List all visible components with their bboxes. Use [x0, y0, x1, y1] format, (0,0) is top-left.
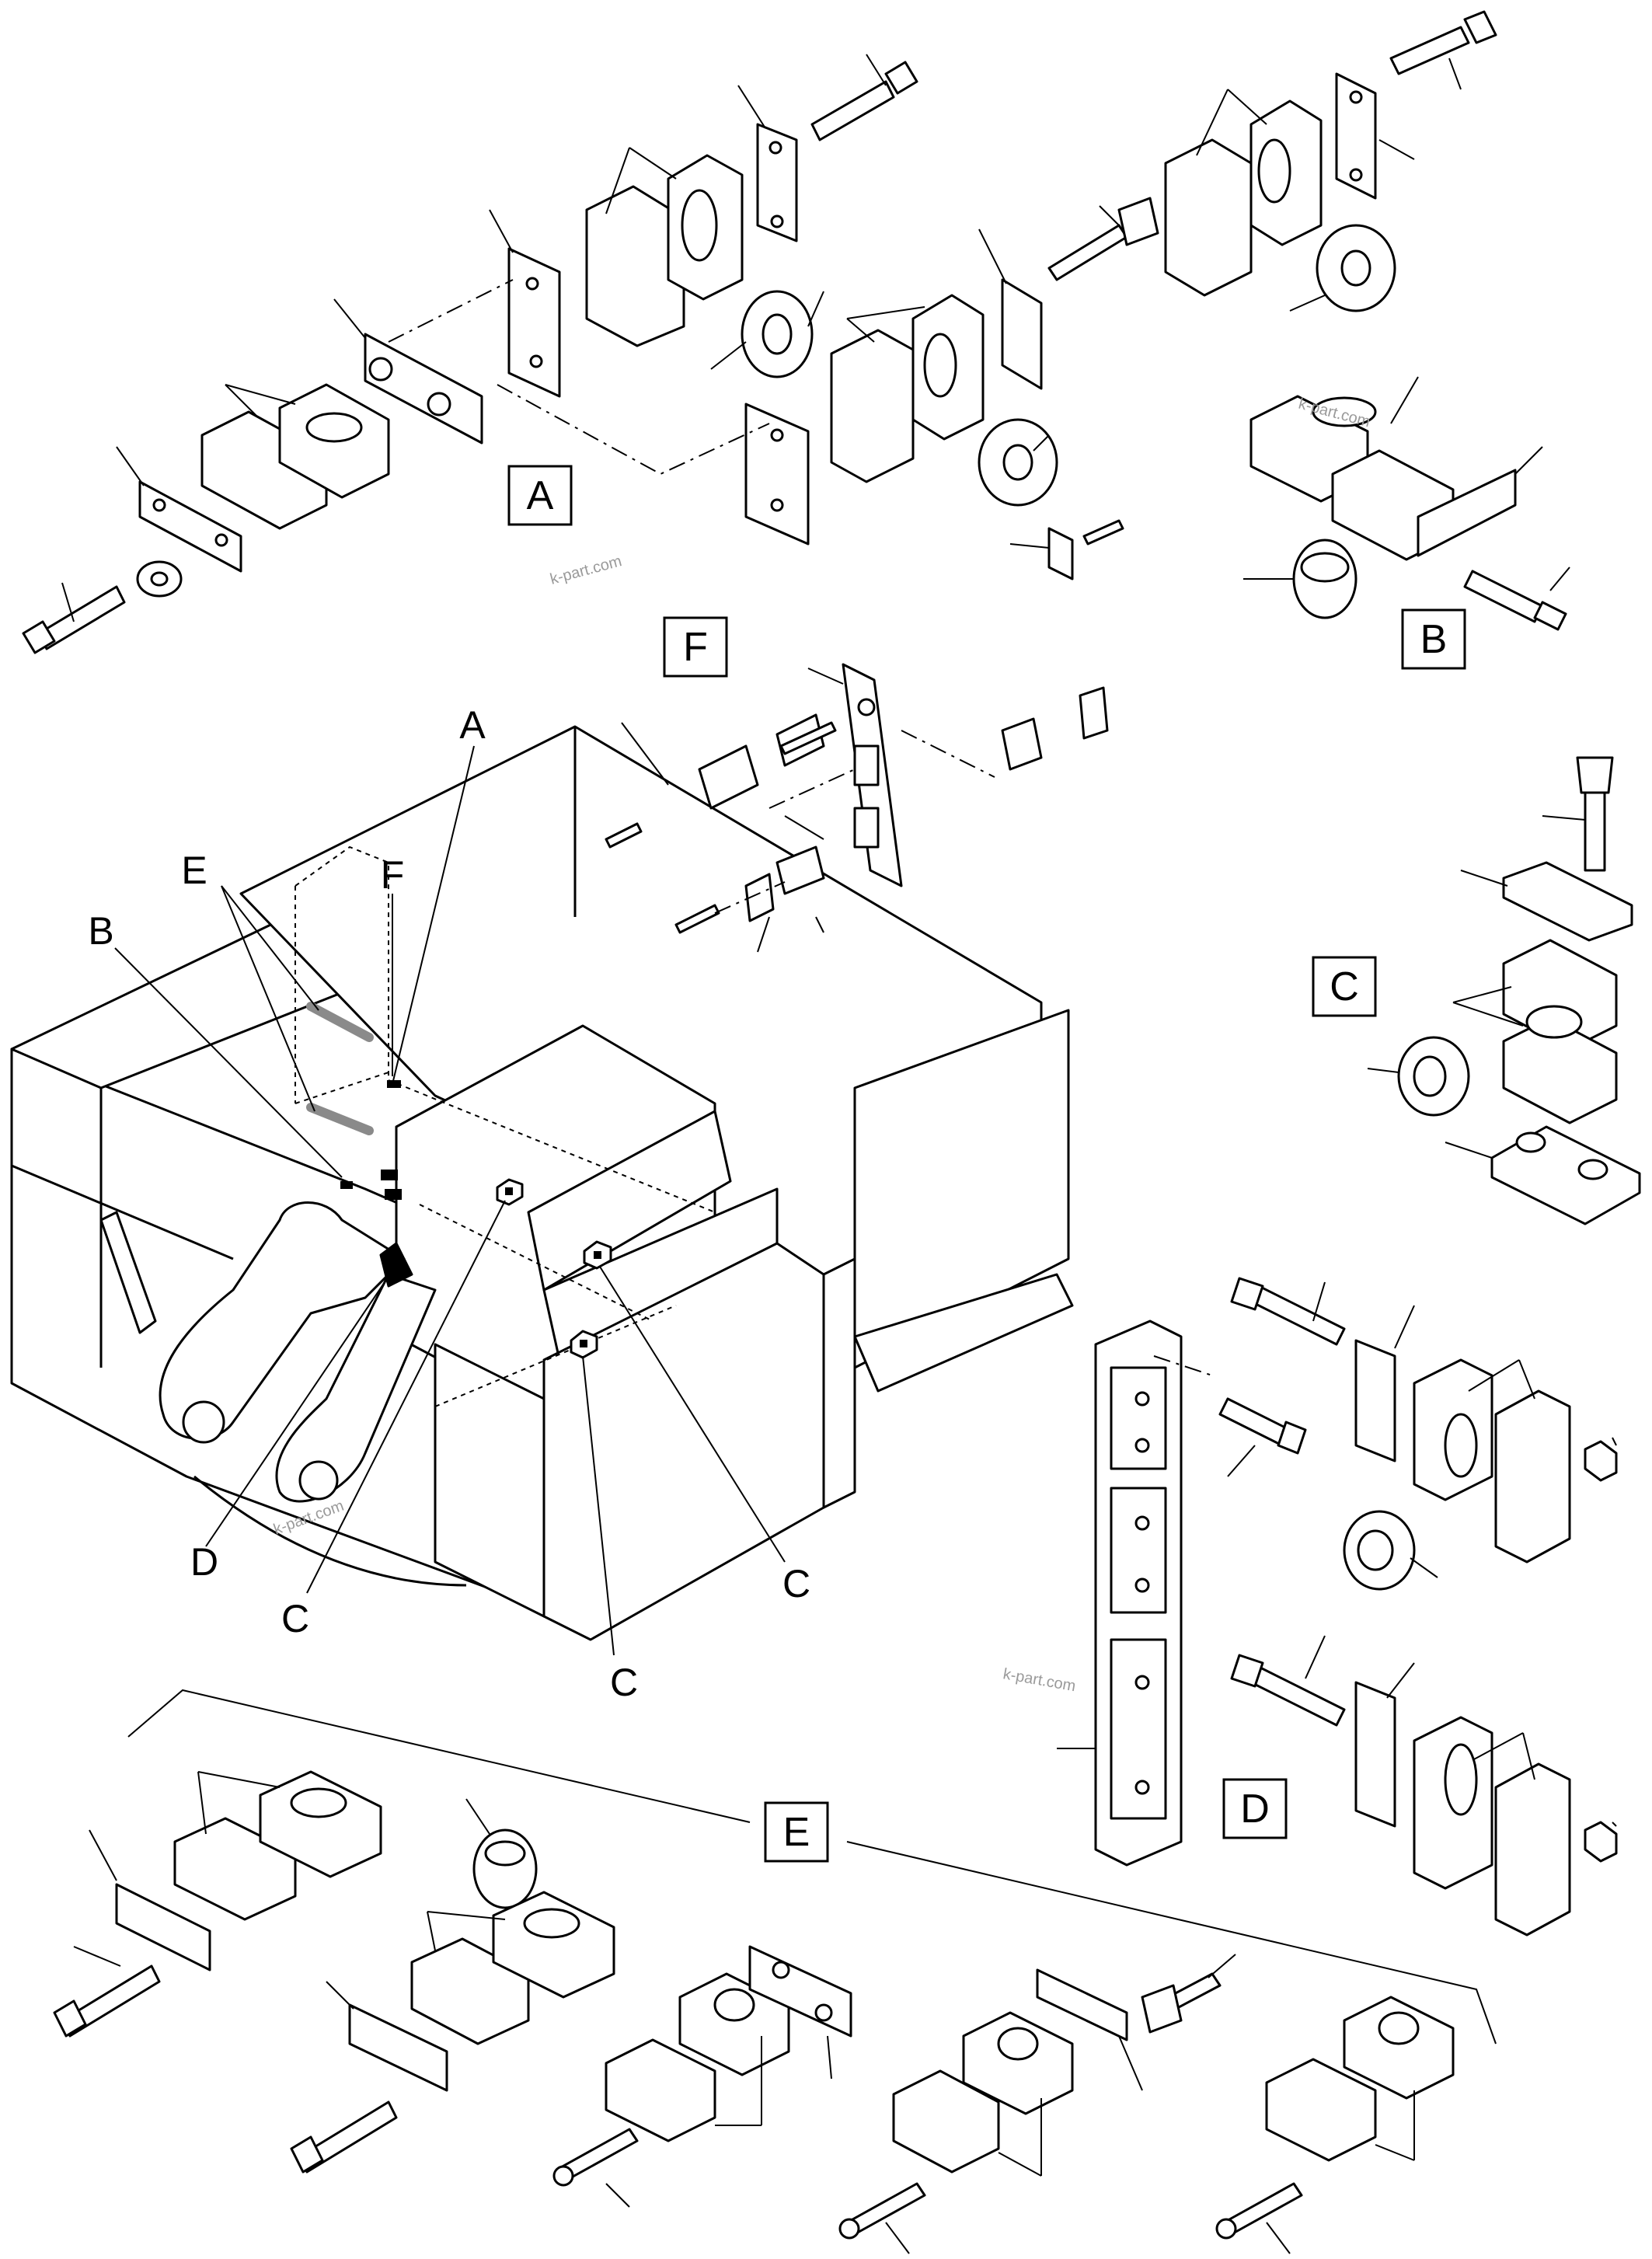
view-f-box	[663, 616, 728, 678]
callout-c-left: C	[281, 1597, 309, 1640]
watermark-4: k-part.com	[1002, 1665, 1077, 1695]
view-d-label: D	[1240, 1787, 1270, 1832]
view-d-clamp-assembly: D	[1057, 1277, 1618, 1937]
view-e-box	[764, 1801, 829, 1863]
view-c-box	[1312, 956, 1377, 1017]
callout-a: A	[459, 703, 486, 747]
view-e-clamp-assembly: E	[53, 1689, 1497, 2254]
callout-leaders	[114, 745, 786, 1656]
view-b-box	[1401, 608, 1466, 670]
callout-f: F	[381, 853, 405, 897]
callout-e: E	[181, 849, 207, 892]
view-b-clamp-assembly: B	[1243, 376, 1570, 670]
view-c-label: C	[1330, 964, 1359, 1009]
view-c-clamp-assembly: C	[1312, 756, 1641, 1225]
view-a-clamp-assembly: A	[22, 10, 1497, 654]
view-a-box	[507, 465, 573, 526]
watermark-1: k-part.com	[549, 553, 624, 588]
view-f-clamp-assembly: F	[605, 616, 1109, 953]
view-e-label: E	[783, 1810, 810, 1855]
callout-b: B	[88, 909, 113, 953]
callout-letters: A B E F D C C C	[88, 703, 810, 1704]
callout-c-right: C	[782, 1562, 810, 1605]
view-a-label: A	[527, 473, 554, 518]
view-f-label: F	[683, 625, 708, 670]
view-d-box	[1222, 1778, 1288, 1839]
machine-body	[10, 725, 1074, 1641]
view-b-label: B	[1420, 617, 1448, 662]
callout-c-middle: C	[610, 1661, 638, 1704]
callout-d: D	[190, 1540, 218, 1584]
